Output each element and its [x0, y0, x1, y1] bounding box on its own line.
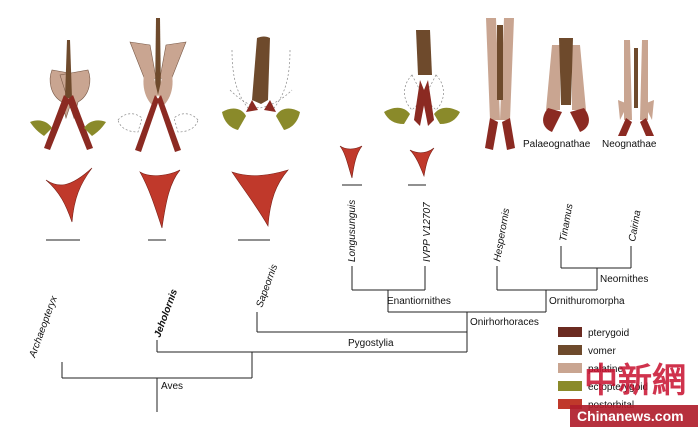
clade-ornithuromorpha: Ornithuromorpha [549, 296, 625, 307]
watermark: 中新網 Chinanews.com [570, 361, 698, 427]
clade-aves: Aves [161, 381, 183, 392]
tip-ivpp: IVPP V12707 [422, 202, 433, 262]
legend-label-palatine: palatine [588, 364, 623, 375]
tip-sapeornis: Sapeornis [254, 263, 280, 309]
palate-archaeopteryx [30, 40, 106, 150]
watermark-site: Chinanews.com [577, 408, 684, 424]
tree-branches [61, 246, 632, 412]
palate-hesperornis [485, 18, 515, 150]
tip-longusunguis: Longusunguis [347, 200, 358, 262]
postorbital-ivpp [409, 147, 435, 178]
label-neognathae: Neognathae [602, 139, 657, 150]
palate-neognathae [618, 40, 654, 136]
tip-tinamus: Tinamus [558, 203, 575, 243]
legend-swatch-postorbital [558, 399, 582, 409]
clade-neornithes: Neornithes [600, 274, 648, 285]
legend-label-vomer: vomer [588, 346, 616, 357]
tip-archaeopteryx: Archaeopteryx [27, 294, 60, 360]
watermark-banner [570, 405, 698, 427]
postorbital-sapeornis [231, 169, 289, 228]
watermark-chinese: 中新網 [584, 361, 686, 401]
palate-jeholornis [117, 18, 199, 152]
palate-sapeornis [222, 36, 300, 130]
tip-hesperornis: Hesperornis [492, 208, 512, 263]
legend-swatch-pterygoid [558, 327, 582, 337]
palate-palaeognathae [543, 38, 589, 132]
postorbital-archaeopteryx [45, 167, 93, 223]
palate-enantiornithes [384, 30, 460, 126]
label-palaeognathae: Palaeognathae [523, 139, 591, 150]
clade-pygostylia: Pygostylia [348, 338, 394, 349]
tip-cairina: Cairina [627, 209, 643, 243]
clade-enantiornithes: Enantiornithes [387, 296, 451, 307]
clade-onirhorhoraces: Onirhorhoraces [470, 317, 539, 328]
postorbital-longusunguis [339, 145, 363, 179]
postorbital-jeholornis [139, 169, 181, 229]
legend-label-pterygoid: pterygoid [588, 328, 629, 339]
legend-swatch-vomer [558, 345, 582, 355]
tip-jeholornis: Jeholornis [152, 287, 180, 339]
legend-label-ectopterygoid: ectopterygoid [588, 382, 648, 393]
legend-swatch-palatine [558, 363, 582, 373]
legend-swatch-ectopterygoid [558, 381, 582, 391]
